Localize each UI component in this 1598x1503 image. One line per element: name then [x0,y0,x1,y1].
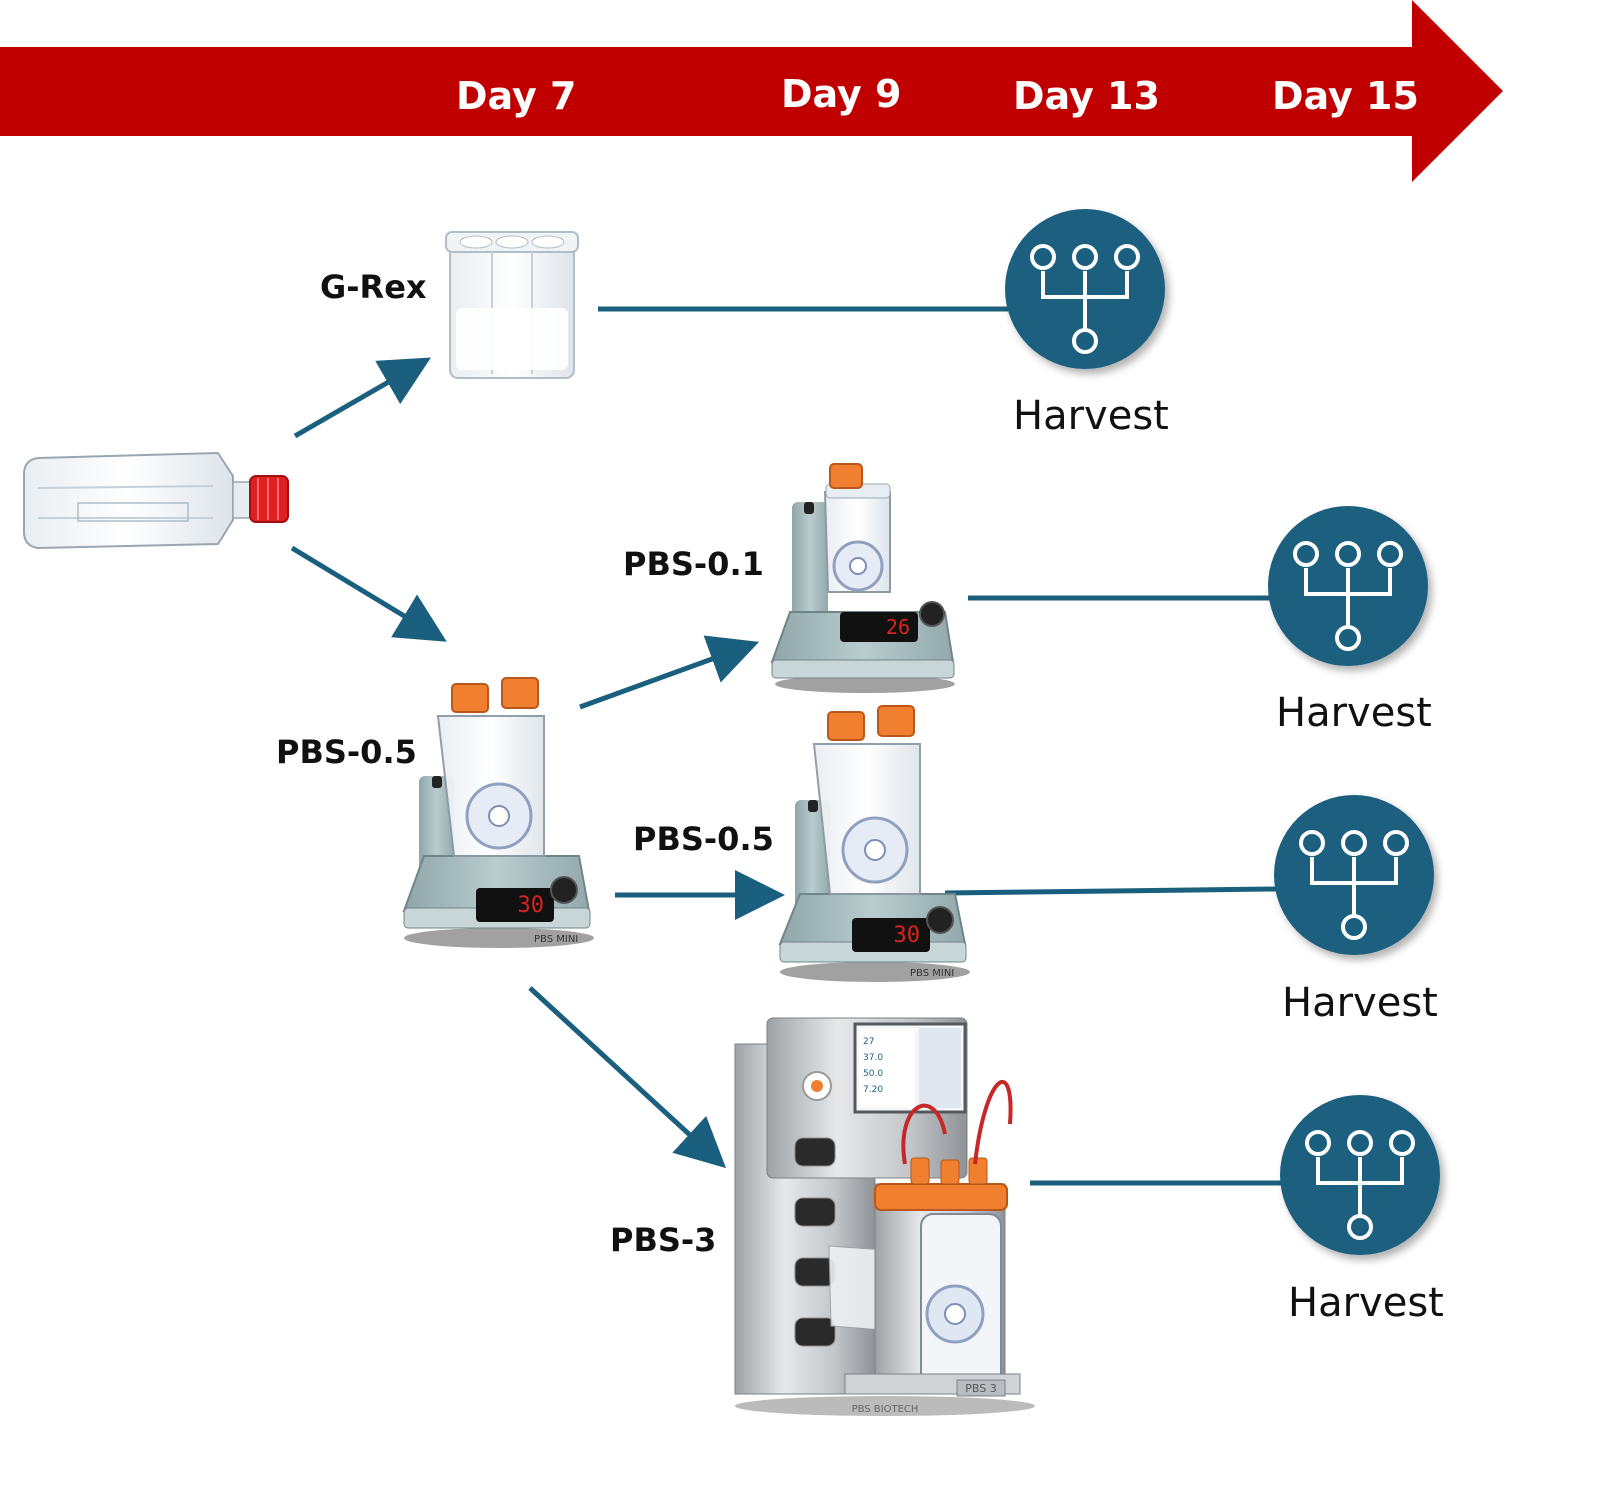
harvest-label-pbs01: Harvest [1276,690,1432,736]
flow-arrows [290,357,785,1169]
timeline-day-9: Day 9 [781,72,902,116]
arrow-flask-to-grex [293,357,431,439]
screen-value: 27 [863,1037,874,1047]
label-pbs05-start: PBS-0.5 [276,733,417,771]
pbs3-badge: PBS 3 [965,1382,996,1395]
screen-value: 7.20 [863,1085,883,1095]
label-pbs01: PBS-0.1 [623,545,764,583]
harvest-connectors [598,306,1282,1186]
bioreactor-pbs05: 30 PBS MINI [778,705,970,982]
brand-mark: PBS MINI [534,934,578,945]
harvest-icons [1005,209,1440,1255]
bioreactor-pbs01: 26 [770,463,955,693]
harvest-icon-grex [1005,209,1165,369]
timeline-arrow [0,0,1503,182]
arrow-flask-to-pbs05 [290,545,447,642]
device-display: 30 [894,923,921,948]
device-display: 30 [518,893,545,918]
connector-pbs05 [944,886,1277,896]
timeline-day-15: Day 15 [1272,74,1419,118]
harvest-label-pbs05: Harvest [1282,980,1438,1026]
bioreactor-pbs05-start: 30 PBS MINI [402,677,594,948]
timeline-day-7: Day 7 [456,74,577,118]
arrow-pbs05-to-pbs3 [528,986,727,1169]
bioreactor-pbs3: 27 37.0 50.0 7.20 PBS 3 PBS BIOTECH [734,1017,1035,1416]
pbs3-brand: PBS BIOTECH [852,1404,919,1415]
t-flask-icon [23,451,289,550]
harvest-icon-pbs05 [1274,795,1434,955]
brand-mark: PBS MINI [910,968,954,979]
label-grex: G-Rex [320,268,427,306]
label-pbs3: PBS-3 [610,1221,717,1259]
timeline-day-13: Day 13 [1013,74,1160,118]
screen-value: 50.0 [863,1069,883,1079]
device-display: 26 [886,615,910,639]
harvest-icon-pbs01 [1268,506,1428,666]
arrow-pbs05-to-pbs01 [579,635,760,710]
grex-vessel-icon [445,231,579,379]
screen-value: 37.0 [863,1053,883,1063]
label-pbs05: PBS-0.5 [633,820,774,858]
harvest-label-grex: Harvest [1013,393,1169,439]
harvest-label-pbs3: Harvest [1288,1280,1444,1326]
harvest-icon-pbs3 [1280,1095,1440,1255]
